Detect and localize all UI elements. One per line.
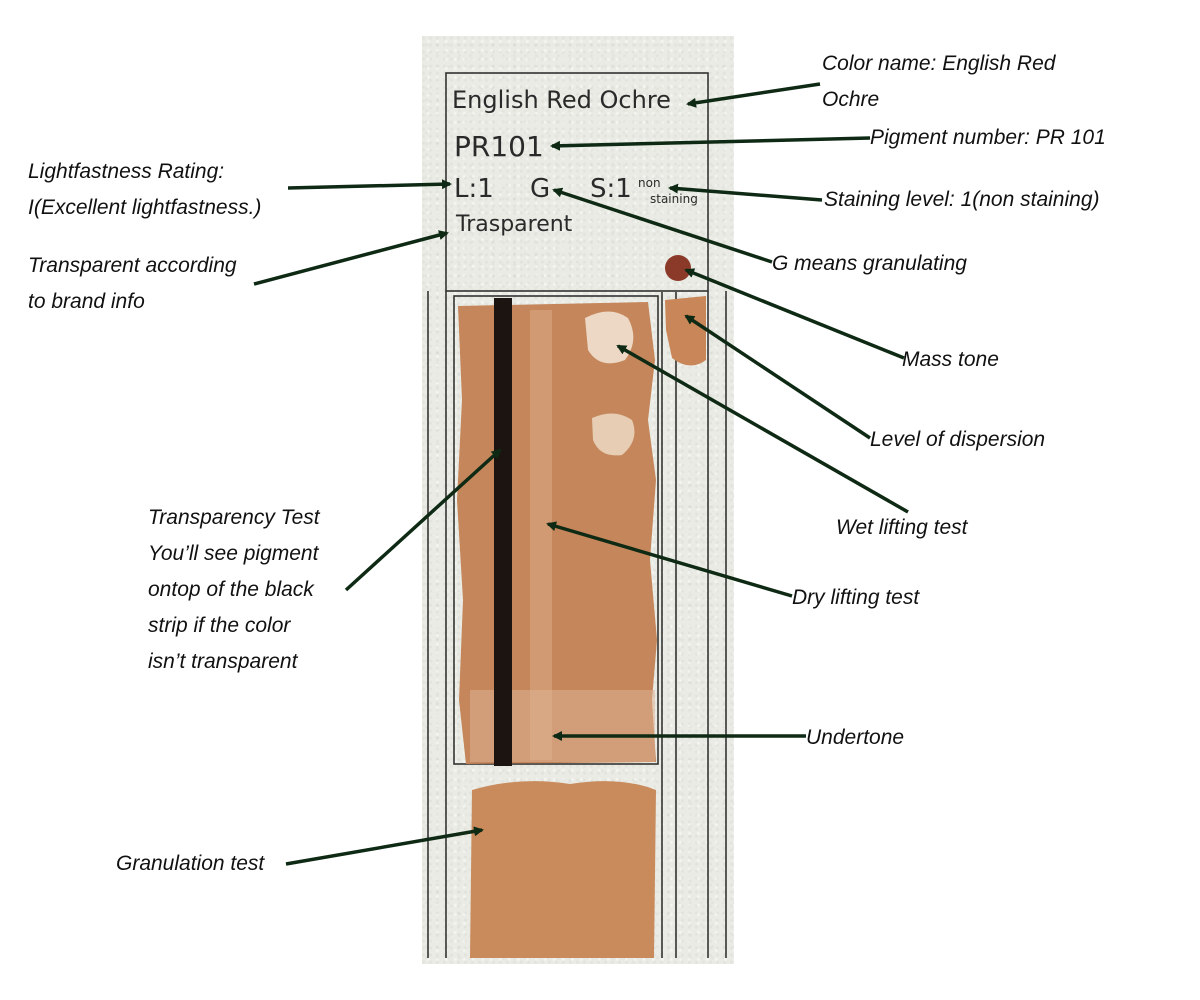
lifting-test-box <box>453 295 659 765</box>
handwritten-lightfastness: L:1 <box>454 174 494 204</box>
label-transparent-info: Transparent according to brand info <box>28 254 237 313</box>
label-mass-tone: Mass tone <box>902 348 999 371</box>
label-dispersion: Level of dispersion <box>870 428 1046 451</box>
handwritten-color-name: English Red Ochre <box>452 86 671 114</box>
label-color-name: Color name: English Red Ochre <box>822 52 1056 111</box>
arrow-granulation-test <box>285 826 484 866</box>
arrow-transparency-test <box>344 448 502 592</box>
label-pigment-number: Pigment number: PR 101 <box>870 126 1106 149</box>
arrow-lightfastness <box>287 179 452 190</box>
handwritten-staining-note-1: non <box>638 176 661 190</box>
label-transparency-test: Transparency Test You’ll see pigment ont… <box>148 506 320 673</box>
label-undertone: Undertone <box>806 726 905 749</box>
wet-lifting-area-2 <box>592 413 635 456</box>
arrow-mass-tone <box>684 268 905 360</box>
masstone-dot <box>665 255 691 281</box>
label-granulating: G means granulating <box>772 252 967 275</box>
label-dry-lifting: Dry lifting test <box>792 586 920 609</box>
arrow-pigment-number <box>550 136 871 151</box>
label-granulation-test: Granulation test <box>116 852 265 875</box>
handwritten-pigment: PR101 <box>454 130 544 163</box>
wet-lifting-area <box>585 311 634 364</box>
black-strip <box>494 298 512 766</box>
arrow-staining <box>668 183 823 202</box>
arrow-wet-lifting <box>616 344 909 514</box>
arrow-dispersion <box>684 314 871 440</box>
label-staining: Staining level: 1(non staining) <box>824 188 1100 211</box>
handwritten-transparency: Trasparent <box>456 212 573 237</box>
dispersion-swatch <box>665 296 706 366</box>
granulation-swatch <box>470 781 656 958</box>
dry-lifting-strip <box>530 310 552 760</box>
handwritten-granulation: G <box>530 174 551 204</box>
arrow-transparent-info <box>253 230 449 286</box>
arrow-color-name <box>686 82 821 108</box>
label-wet-lifting: Wet lifting test <box>836 516 968 539</box>
handwritten-staining-note-2: staining <box>650 192 698 206</box>
handwritten-staining: S:1 <box>590 174 632 204</box>
arrow-dry-lifting <box>546 521 793 598</box>
card-borders <box>427 72 727 958</box>
label-lightfastness: Lightfastness Rating: I(Excellent lightf… <box>28 160 262 219</box>
arrow-granulating <box>552 187 773 264</box>
